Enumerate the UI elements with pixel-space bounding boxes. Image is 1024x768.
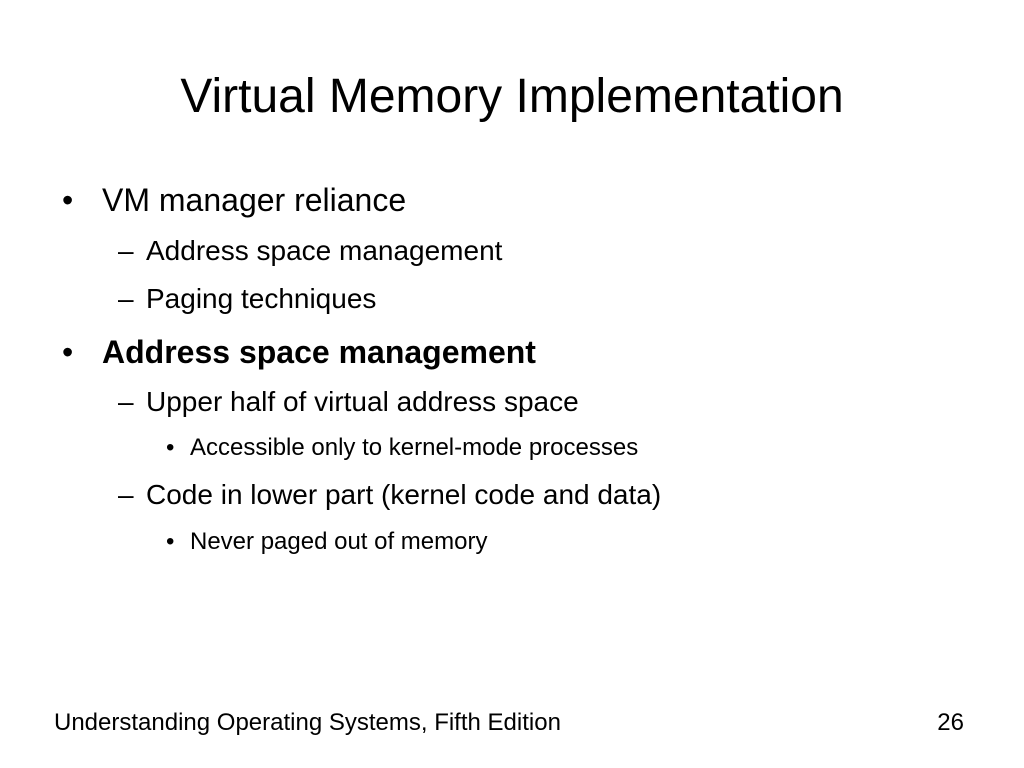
sub-sub-bullet-text: Accessible only to kernel-mode processes	[190, 434, 639, 461]
bullet-marker: •	[62, 182, 74, 218]
small-bullet-marker: •	[166, 528, 175, 555]
sub-bullet-text: Upper half of virtual address space	[146, 386, 579, 417]
bullet-text-bold: Address space management	[102, 334, 536, 370]
sub-bullet-text: Paging techniques	[146, 283, 377, 314]
dash-marker: –	[118, 479, 134, 510]
footer-page-number: 26	[937, 709, 964, 736]
bullet-marker: •	[62, 334, 74, 370]
sub-bullet-text: Code in lower part (kernel code and data…	[146, 479, 662, 510]
small-bullet-marker: •	[166, 434, 175, 461]
footer-book-title: Understanding Operating Systems, Fifth E…	[54, 709, 561, 736]
sub-bullet-text: Address space management	[146, 235, 503, 266]
dash-marker: –	[118, 283, 134, 314]
bullet-text: VM manager reliance	[102, 182, 407, 218]
sub-sub-bullet-text: Never paged out of memory	[190, 528, 488, 555]
dash-marker: –	[118, 235, 134, 266]
slide-title: Virtual Memory Implementation	[180, 70, 844, 123]
dash-marker: –	[118, 386, 134, 417]
